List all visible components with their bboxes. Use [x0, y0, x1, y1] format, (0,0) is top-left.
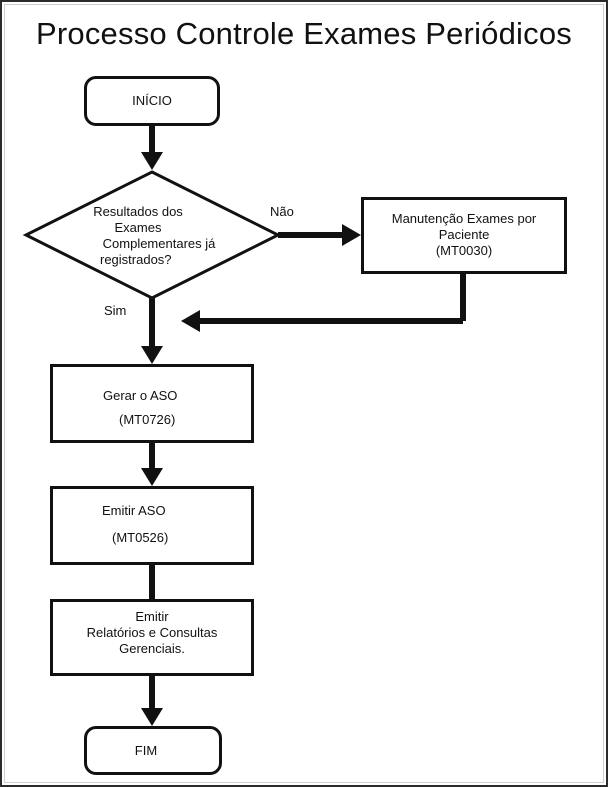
- relatorios-line-2: Relatórios e Consultas: [86, 625, 218, 640]
- start-node: INÍCIO: [84, 76, 220, 126]
- relatorios-line-3: Gerenciais.: [119, 641, 185, 656]
- gerar-line-1: Gerar o ASO: [103, 388, 178, 403]
- maintenance-line-1: Manutenção Exames por: [391, 211, 537, 226]
- emitir-aso-box: Emitir ASO (MT0526): [50, 486, 254, 565]
- maintenance-line-3: (MT0030): [435, 243, 493, 258]
- decision-line-3: Complementares já: [102, 236, 216, 251]
- edge-label-yes: Sim: [104, 303, 127, 318]
- arrowhead-relatorios-to-end: [141, 708, 163, 726]
- maintenance-box: Manutenção Exames por Paciente (MT0030): [361, 197, 567, 274]
- emitir-line-2: (MT0526): [112, 530, 169, 545]
- relatorios-line-1: Emitir: [135, 609, 169, 624]
- arrowhead-maintenance-return: [181, 310, 200, 332]
- gerar-line-2: (MT0726): [119, 412, 176, 427]
- arrowhead-decision-to-gerar: [141, 346, 163, 364]
- edge-label-no: Não: [270, 204, 294, 219]
- decision-text: Resultados dos Exames Complementares já …: [64, 204, 240, 268]
- decision-line-2: Exames: [114, 220, 162, 235]
- maintenance-line-2: Paciente: [438, 227, 490, 242]
- end-node: FIM: [84, 726, 222, 775]
- relatorios-box: Emitir Relatórios e Consultas Gerenciais…: [50, 599, 254, 676]
- decision-line-4: registrados?: [100, 252, 172, 267]
- end-label: FIM: [134, 742, 158, 758]
- start-label: INÍCIO: [132, 93, 172, 108]
- gerar-aso-box: Gerar o ASO (MT0726): [50, 364, 254, 443]
- arrowhead-start-to-decision: [141, 152, 163, 170]
- arrowhead-decision-to-maintenance: [342, 224, 361, 246]
- decision-line-1: Resultados dos: [93, 204, 183, 219]
- emitir-line-1: Emitir ASO: [102, 503, 166, 518]
- arrowhead-gerar-to-emitir: [141, 468, 163, 486]
- diagram-title: Processo Controle Exames Periódicos: [36, 16, 572, 51]
